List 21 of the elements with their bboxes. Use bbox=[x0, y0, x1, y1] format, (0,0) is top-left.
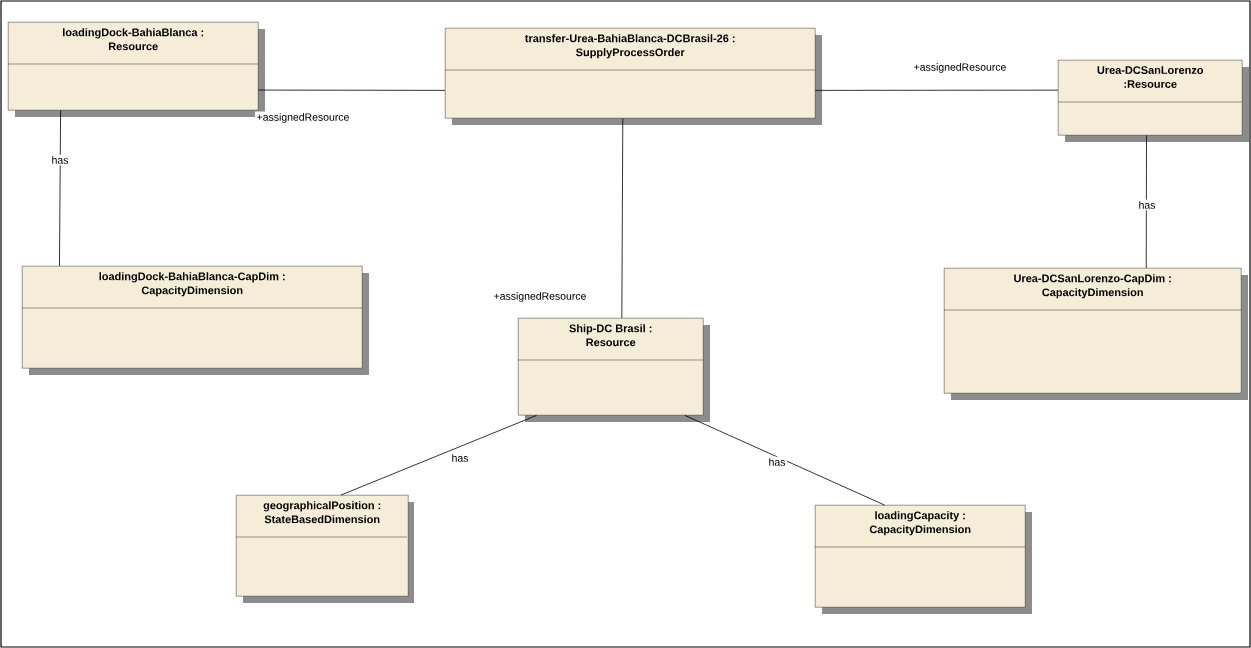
object-box: loadingCapacity : CapacityDimension bbox=[814, 505, 1032, 614]
connector-line bbox=[684, 415, 885, 506]
edge-label: has bbox=[450, 452, 470, 464]
object-box: loadingDock-BahiaBlanca-CapDim : CapacityDimension bbox=[21, 266, 369, 375]
object-box: Urea-DCSanLorenzo-CapDim : CapacityDimension bbox=[943, 268, 1248, 400]
edge-label: +assignedResource bbox=[255, 111, 351, 125]
edge-label: has bbox=[1137, 199, 1157, 211]
object-box: geographicalPosition : StateBasedDimension bbox=[235, 495, 414, 603]
edge-label: has bbox=[50, 154, 70, 166]
edge-label: +assignedResource bbox=[492, 290, 588, 304]
object-box: Ship-DC Brasil : Resource bbox=[517, 318, 710, 422]
connector-line bbox=[1145, 135, 1147, 269]
edge-label: has bbox=[767, 456, 787, 468]
connector-line bbox=[258, 89, 446, 91]
object-box: transfer-Urea-BahiaBlanca-DCBrasil-26 : SupplyProcessOrder bbox=[444, 28, 822, 125]
connector-line bbox=[340, 415, 537, 496]
connector-line bbox=[621, 118, 624, 319]
connector-line bbox=[59, 110, 61, 267]
connector-line bbox=[815, 89, 1059, 91]
edge-label: +assignedResource bbox=[912, 61, 1008, 75]
object-box: Urea-DCSanLorenzo :Resource bbox=[1057, 60, 1249, 142]
